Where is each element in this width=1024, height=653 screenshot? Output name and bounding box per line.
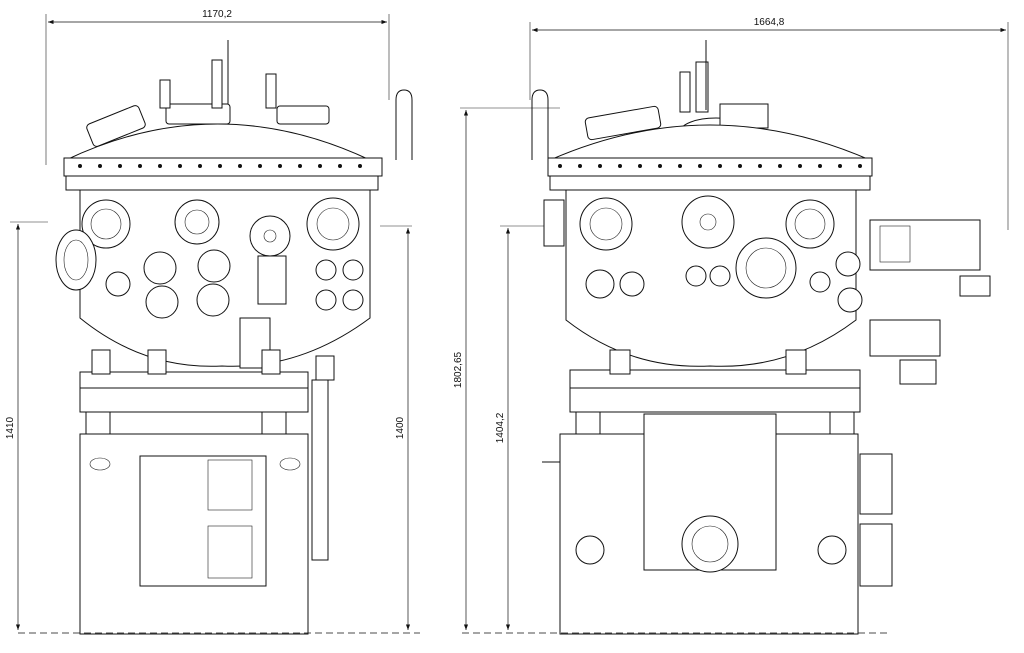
- right-cabinet: [542, 413, 859, 635]
- left-inner-height-label: 1400: [395, 416, 406, 439]
- left-view: 1170,2 1410 1400: [5, 9, 420, 635]
- left-chamber-lid: [65, 123, 371, 161]
- right-top-flange: [547, 157, 873, 177]
- left-height-dimension: 1410: [5, 221, 48, 630]
- left-flange-bolts: [78, 164, 362, 168]
- left-cabinet: [79, 433, 309, 635]
- left-support-frame: [79, 349, 335, 561]
- left-height-label: 1410: [5, 416, 16, 439]
- right-total-height-label: 1802,65: [453, 351, 464, 388]
- right-side-manipulators: [859, 219, 991, 587]
- right-viewports: [543, 195, 863, 313]
- left-top-ports: [86, 40, 413, 160]
- right-view: 1664,8 1802,65 1404,2: [453, 17, 1009, 635]
- left-width-dimension: 1170,2: [45, 9, 390, 165]
- right-support-frame: [569, 349, 861, 437]
- left-top-flange: [63, 157, 383, 177]
- right-flange-bolts: [558, 164, 862, 168]
- right-width-label: 1664,8: [754, 17, 785, 28]
- right-chamber-lid: [549, 124, 871, 161]
- right-lower-height-label: 1404,2: [495, 412, 506, 443]
- right-width-dimension: 1664,8: [529, 17, 1009, 230]
- right-lower-height-dimension: 1404,2: [495, 225, 548, 630]
- left-width-label: 1170,2: [202, 9, 232, 20]
- left-inner-height-dimension: 1400: [380, 225, 412, 630]
- right-total-height-dimension: 1802,65: [453, 107, 560, 630]
